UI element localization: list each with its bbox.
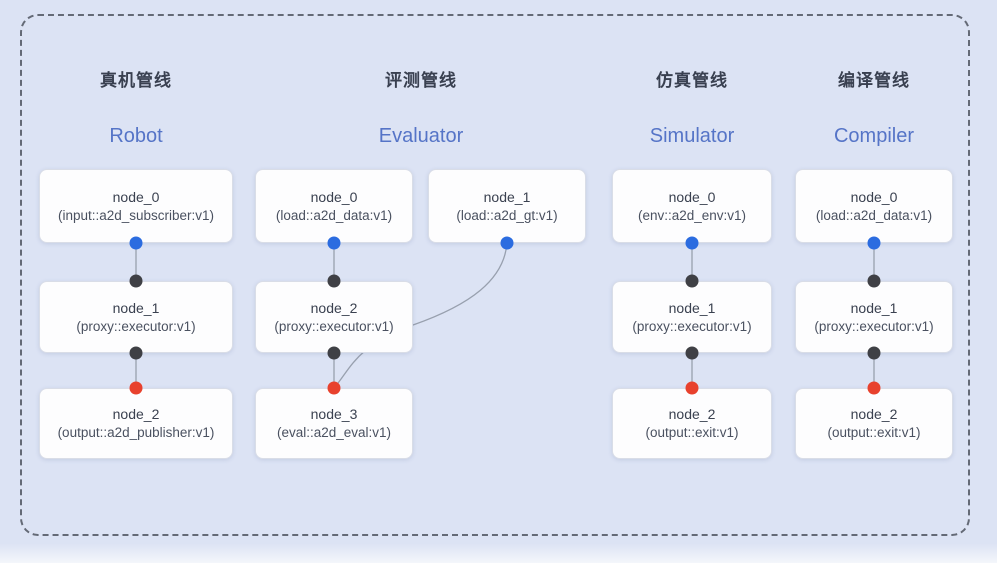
simulator-node-0-card: node_0 (env::a2d_env:v1) (612, 169, 772, 243)
node-name: node_1 (112, 299, 160, 316)
link-port-dot (685, 274, 699, 288)
node-type: (proxy::executor:v1) (76, 318, 196, 334)
node-name: node_0 (850, 188, 898, 205)
link-port-dot (685, 346, 699, 360)
pipeline-title-zh-robot: 真机管线 (100, 71, 172, 90)
evaluator-node-1-card: node_1 (load::a2d_gt:v1) (428, 169, 586, 243)
node-name: node_1 (850, 299, 898, 316)
node-type: (load::a2d_data:v1) (275, 207, 393, 223)
pipeline-title-zh-compiler: 编译管线 (838, 71, 910, 90)
node-type: (env::a2d_env:v1) (637, 207, 747, 223)
link-port-dot (129, 274, 143, 288)
robot-node-1-card: node_1 (proxy::executor:v1) (39, 281, 233, 353)
link-port-dot (867, 274, 881, 288)
node-name: node_2 (850, 406, 898, 423)
dashed-frame-border (20, 14, 970, 536)
node-name: node_1 (668, 299, 716, 316)
output-port-dot (685, 381, 699, 395)
evaluator-node-0-card: node_0 (load::a2d_data:v1) (255, 169, 413, 243)
node-name: node_0 (112, 188, 160, 205)
pipeline-title-zh-evaluator: 评测管线 (385, 71, 457, 90)
input-port-dot (129, 236, 143, 250)
node-type: (output::exit:v1) (645, 425, 739, 441)
pipeline-title-en-evaluator: Evaluator (378, 125, 464, 147)
pipeline-title-zh-simulator: 仿真管线 (656, 71, 728, 90)
node-type: (output::exit:v1) (827, 425, 921, 441)
node-name: node_0 (668, 188, 716, 205)
node-type: (output::a2d_publisher:v1) (57, 425, 215, 441)
simulator-node-2-card: node_2 (output::exit:v1) (612, 388, 772, 459)
node-name: node_2 (668, 406, 716, 423)
compiler-node-2-card: node_2 (output::exit:v1) (795, 388, 953, 459)
output-port-dot (867, 381, 881, 395)
evaluator-node-3-card: node_3 (eval::a2d_eval:v1) (255, 388, 413, 459)
compiler-node-1-card: node_1 (proxy::executor:v1) (795, 281, 953, 353)
link-port-dot (129, 346, 143, 360)
edge-evaluator-1-3-curve (333, 242, 508, 389)
link-port-dot (327, 346, 341, 360)
output-port-dot (327, 381, 341, 395)
node-name: node_1 (483, 188, 531, 205)
pipeline-title-en-compiler: Compiler (833, 125, 915, 147)
pipeline-title-en-robot: Robot (109, 125, 163, 147)
input-port-dot (327, 236, 341, 250)
input-port-dot (685, 236, 699, 250)
node-type: (load::a2d_gt:v1) (456, 207, 558, 223)
node-name: node_0 (310, 188, 358, 205)
node-type: (eval::a2d_eval:v1) (276, 425, 392, 441)
robot-node-0-card: node_0 (input::a2d_subscriber:v1) (39, 169, 233, 243)
link-port-dot (867, 346, 881, 360)
output-port-dot (129, 381, 143, 395)
robot-node-2-card: node_2 (output::a2d_publisher:v1) (39, 388, 233, 459)
node-name: node_2 (310, 299, 358, 316)
node-type: (proxy::executor:v1) (274, 318, 394, 334)
node-type: (input::a2d_subscriber:v1) (57, 207, 215, 223)
node-type: (load::a2d_data:v1) (815, 207, 933, 223)
evaluator-node-2-card: node_2 (proxy::executor:v1) (255, 281, 413, 353)
simulator-node-1-card: node_1 (proxy::executor:v1) (612, 281, 772, 353)
compiler-node-0-card: node_0 (load::a2d_data:v1) (795, 169, 953, 243)
input-port-dot (867, 236, 881, 250)
node-name: node_3 (310, 406, 358, 423)
node-type: (proxy::executor:v1) (814, 318, 934, 334)
node-type: (proxy::executor:v1) (632, 318, 752, 334)
input-port-dot (500, 236, 514, 250)
node-name: node_2 (112, 406, 160, 423)
pipeline-title-en-simulator: Simulator (649, 125, 735, 147)
link-port-dot (327, 274, 341, 288)
